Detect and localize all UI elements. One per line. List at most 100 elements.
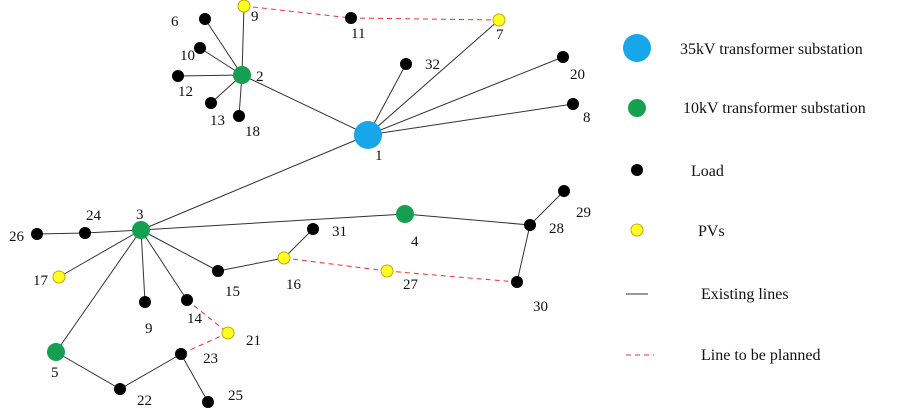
legend-label-planned-line: Line to be planned <box>701 347 821 364</box>
node-label-16: 16 <box>286 277 302 293</box>
edges-layer <box>36 5 574 403</box>
node-label-14: 14 <box>187 311 203 327</box>
node-25 <box>202 396 214 408</box>
legend-label-existing-line: Existing lines <box>701 286 789 303</box>
node-label-31: 31 <box>332 224 347 240</box>
existing-line-2-9a <box>241 5 245 76</box>
existing-line-1-8 <box>367 103 574 136</box>
node-18 <box>233 110 245 122</box>
node-28 <box>524 219 536 231</box>
planned-line-11-7 <box>350 17 500 21</box>
node-label-32: 32 <box>425 57 440 73</box>
node-26 <box>31 228 43 240</box>
node-label-22: 22 <box>137 393 152 408</box>
node-6 <box>199 13 211 25</box>
node-label-9a: 9 <box>251 9 259 25</box>
node-label-24: 24 <box>86 208 102 224</box>
node-2 <box>233 66 251 84</box>
node-label-9b: 9 <box>145 321 153 337</box>
node-17 <box>52 270 66 284</box>
node-label-17: 17 <box>33 273 49 289</box>
node-29 <box>558 185 570 197</box>
node-31 <box>307 223 319 235</box>
node-12 <box>172 70 184 82</box>
node-21 <box>221 326 235 340</box>
node-label-13: 13 <box>210 113 225 129</box>
existing-line-3-4 <box>140 213 406 231</box>
node-22 <box>114 383 126 395</box>
node-30 <box>511 276 523 288</box>
node-5 <box>47 343 65 361</box>
node-label-12: 12 <box>178 84 193 100</box>
existing-line-3-15 <box>140 229 219 272</box>
node-label-8: 8 <box>583 110 591 126</box>
node-label-7: 7 <box>496 27 504 43</box>
existing-line-3-5 <box>55 229 142 353</box>
existing-line-15-16 <box>217 257 285 272</box>
existing-line-28-30 <box>516 224 531 283</box>
legend-symbol-substation-10kv <box>628 99 646 117</box>
existing-line-5-22 <box>55 351 121 390</box>
existing-line-23-25 <box>180 353 209 403</box>
node-15 <box>212 265 224 277</box>
existing-line-3-24 <box>84 229 142 234</box>
node-label-11: 11 <box>351 26 365 42</box>
existing-line-1-3 <box>140 134 369 231</box>
node-11 <box>345 12 357 24</box>
legend-label-load: Load <box>691 163 724 180</box>
node-27 <box>380 264 394 278</box>
node-13 <box>205 97 217 109</box>
node-9b <box>139 296 151 308</box>
node-label-27: 27 <box>403 277 419 293</box>
legend-symbol-pv <box>630 223 644 237</box>
node-label-20: 20 <box>570 67 585 83</box>
existing-line-2-12 <box>177 74 243 77</box>
node-label-26: 26 <box>9 229 25 245</box>
existing-line-3-17 <box>58 229 142 278</box>
existing-line-3-9b <box>140 229 146 303</box>
node-32 <box>400 58 412 70</box>
node-label-2: 2 <box>256 69 264 85</box>
node-1 <box>354 121 382 149</box>
planned-line-16-27 <box>283 257 388 272</box>
node-24 <box>79 227 91 239</box>
legend: 35kV transformer substation 10kV transfor… <box>623 34 866 364</box>
legend-label-substation-35kv: 35kV transformer substation <box>680 41 863 58</box>
existing-line-22-23 <box>119 353 182 390</box>
existing-line-1-20 <box>367 56 564 136</box>
node-9a <box>237 0 251 13</box>
node-label-15: 15 <box>225 284 240 300</box>
legend-label-pv: PVs <box>698 223 725 240</box>
planned-line-9a-11 <box>243 5 352 19</box>
node-label-21: 21 <box>246 333 261 349</box>
existing-line-2-1 <box>241 74 369 136</box>
existing-line-24-26 <box>36 232 86 235</box>
node-label-18: 18 <box>245 124 260 140</box>
existing-line-16-31 <box>283 228 314 259</box>
node-7 <box>492 13 506 27</box>
node-23 <box>175 348 187 360</box>
legend-label-substation-10kv: 10kV transformer substation <box>683 100 866 117</box>
node-label-25: 25 <box>228 388 243 404</box>
legend-symbol-load <box>631 164 643 176</box>
node-label-29: 29 <box>576 205 591 221</box>
existing-line-28-29 <box>529 190 565 226</box>
node-10 <box>194 42 206 54</box>
node-label-1: 1 <box>375 148 383 164</box>
node-16 <box>277 251 291 265</box>
node-8 <box>567 98 579 110</box>
node-14 <box>181 294 193 306</box>
node-label-28: 28 <box>549 221 564 237</box>
existing-line-1-7 <box>367 19 500 136</box>
node-20 <box>557 51 569 63</box>
node-label-3: 3 <box>136 207 144 223</box>
existing-line-2-6 <box>204 18 243 76</box>
node-label-10: 10 <box>180 48 195 64</box>
node-label-4: 4 <box>411 234 419 250</box>
legend-symbol-substation-35kv <box>623 34 651 62</box>
node-4 <box>396 205 414 223</box>
existing-line-4-28 <box>404 213 531 226</box>
planned-line-27-30 <box>386 270 518 283</box>
